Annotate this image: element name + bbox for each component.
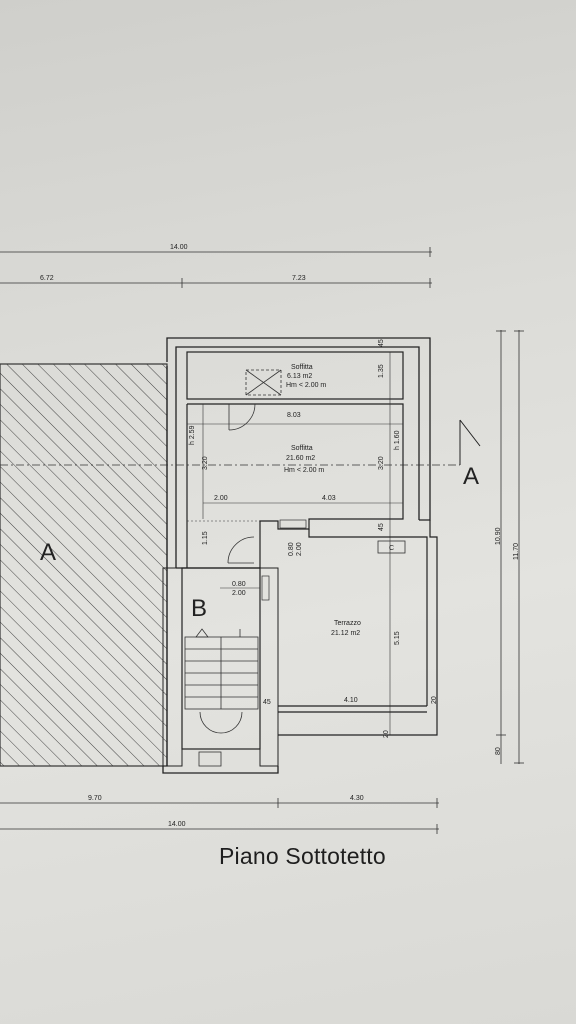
- dim-bottom-overall: 14.00: [168, 821, 186, 828]
- zone-a-label: A: [40, 539, 56, 566]
- right-dimension-lines: [496, 330, 524, 764]
- dim-803: 8.03: [287, 412, 301, 419]
- mark-c-label: C: [389, 545, 394, 552]
- dim-45-bottom: 45: [263, 699, 271, 706]
- dim-200-c: 2.00: [232, 590, 246, 597]
- terrazzo-area: 21.12 m2: [331, 630, 360, 637]
- dim-bottom-right: 4.30: [350, 795, 364, 802]
- room-soffitta-small: [186, 351, 404, 400]
- dim-320-left: 3.20: [202, 456, 209, 470]
- dim-top-right: 7.23: [292, 275, 306, 282]
- dim-135: 1.35: [378, 364, 385, 378]
- dim-200-b: 2.00: [296, 542, 303, 556]
- bottom-dimension-lines: [0, 798, 439, 834]
- stairs-treads: [184, 628, 259, 734]
- dim-top-overall: 14.00: [170, 244, 188, 251]
- dim-115: 1.15: [202, 531, 209, 545]
- dim-right-bottom: 80: [495, 747, 502, 755]
- dim-080-a: 0.80: [288, 542, 295, 556]
- dim-45-mid: 45: [378, 523, 385, 531]
- dim-20-bottom: 20: [383, 730, 390, 738]
- top-dimension-lines: [0, 247, 432, 288]
- skylight-icon: [245, 369, 282, 396]
- soffitta-large-name: Soffitta: [291, 445, 313, 452]
- dim-080-b: 0.80: [232, 581, 246, 588]
- soffitta-large-height: Hm < 2.00 m: [284, 467, 324, 474]
- dim-h160: h 1.60: [394, 430, 401, 450]
- soffitta-small-height: Hm < 2.00 m: [286, 382, 326, 389]
- plan-title: Piano Sottotetto: [219, 843, 386, 869]
- mark-c-box: [377, 540, 406, 554]
- dim-200-a: 2.00: [214, 495, 228, 502]
- soffitta-large-area: 21.60 m2: [286, 455, 315, 462]
- soffitta-small-name: Soffitta: [291, 364, 313, 371]
- door-swing-top: [228, 403, 256, 431]
- dim-right-outer: 11.70: [513, 543, 520, 560]
- dim-410: 4.10: [344, 697, 358, 704]
- zone-a-hatched-area: [0, 363, 168, 767]
- terrace-outline: [278, 520, 438, 736]
- dim-515: 5.15: [394, 631, 401, 645]
- terrazzo-name: Terrazzo: [334, 620, 361, 627]
- dim-20-right: 20: [431, 696, 438, 704]
- zone-b-label: B: [191, 595, 207, 622]
- dim-right-inner: 10.90: [495, 527, 502, 545]
- dim-45-top: 45: [378, 339, 385, 347]
- dim-bottom-left: 9.70: [88, 795, 102, 802]
- door-swing-b: [227, 536, 255, 564]
- section-a-label: A: [463, 463, 479, 490]
- dim-320-right: 3.20: [378, 456, 385, 470]
- soffitta-small-area: 6.13 m2: [287, 373, 312, 380]
- dim-403: 4.03: [322, 495, 336, 502]
- dim-top-left: 6.72: [40, 275, 54, 282]
- dim-h259: h 2.59: [189, 425, 196, 445]
